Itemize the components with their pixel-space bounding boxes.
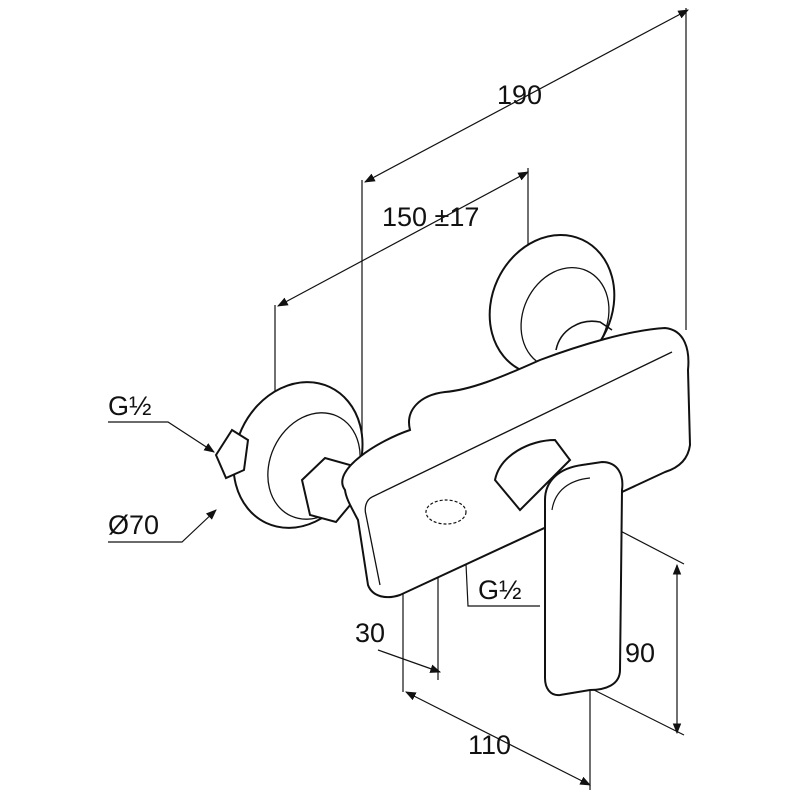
dim-30-label: 30: [355, 618, 386, 648]
g12-outlet-label: G½: [478, 575, 522, 605]
dim-110-label: 110: [468, 730, 512, 760]
d70-label: Ø70: [108, 510, 160, 540]
d70-leader: [108, 509, 217, 543]
inlet-nipple: [214, 428, 250, 480]
dim-30-line: [377, 649, 442, 673]
faucet-outline: [214, 233, 692, 697]
dim-150-label: 150 ±17: [382, 202, 480, 232]
dim-110-line: [405, 691, 591, 786]
dim-90-label: 90: [625, 638, 656, 668]
outlet-hole: [425, 499, 467, 525]
lever-handle: [544, 460, 624, 697]
dim-150-line: [277, 171, 529, 307]
dim-190-label: 190: [497, 80, 543, 110]
dim-190-line: [364, 9, 689, 183]
g12-left-label: G½: [108, 391, 152, 421]
lever-base: [493, 438, 572, 512]
ext-line: [589, 687, 685, 736]
g12-left-leader: [108, 421, 215, 453]
